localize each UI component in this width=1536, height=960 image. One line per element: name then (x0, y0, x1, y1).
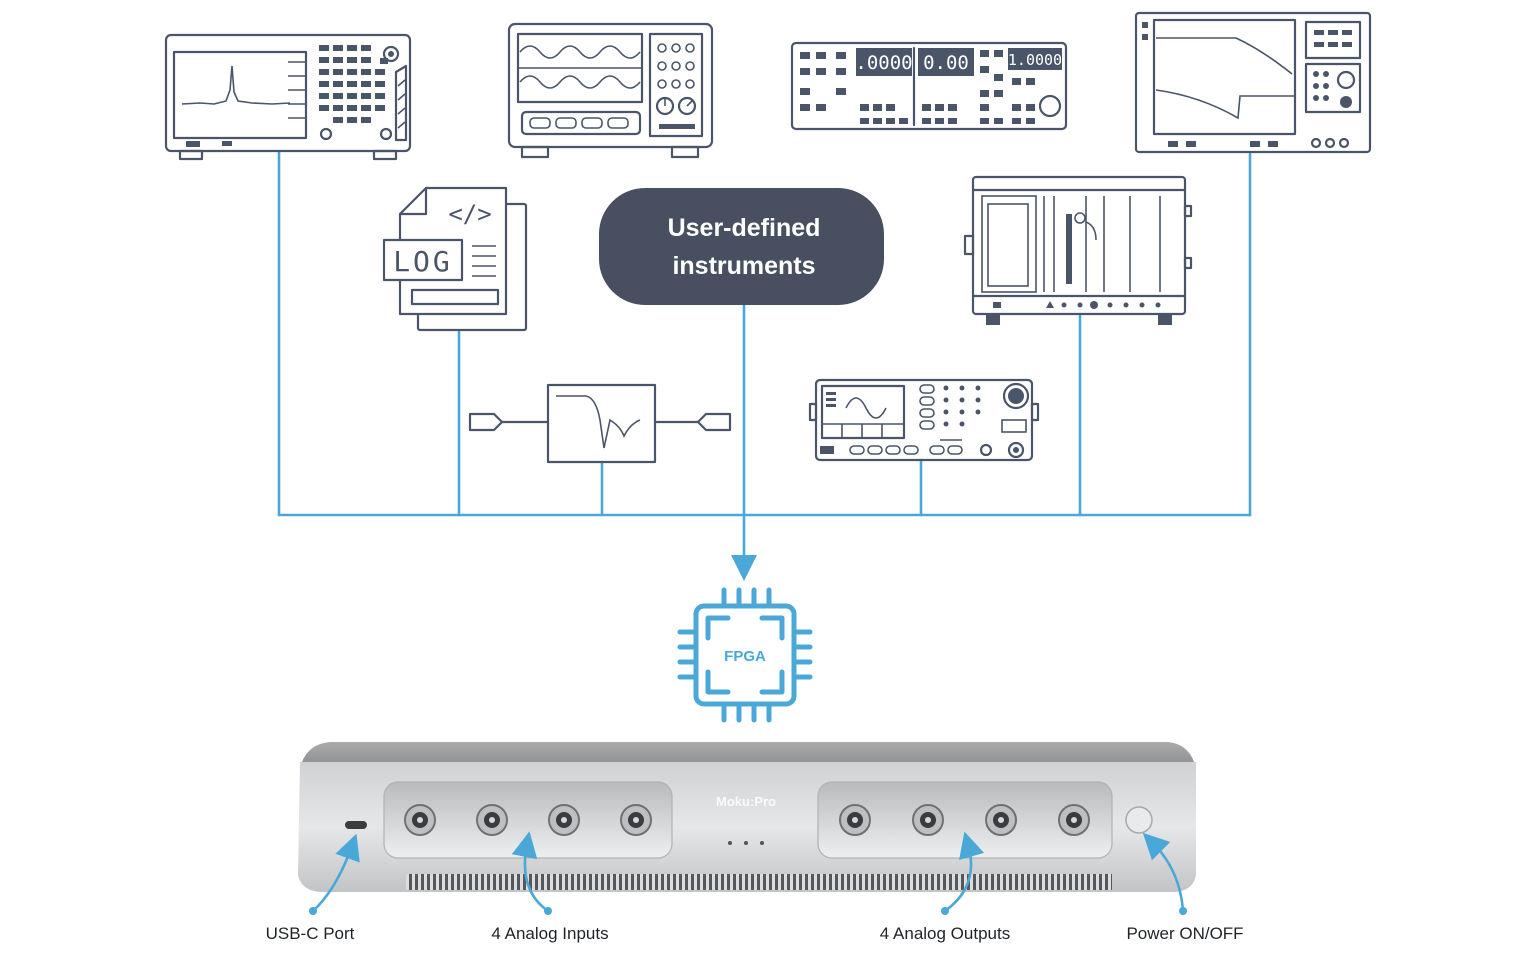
analog-input-connectors (404, 804, 652, 836)
readout-2: 0.00 (923, 52, 969, 74)
analog-output-connectors (839, 804, 1090, 836)
digital-readout-instrument-icon: .0000 0.00 1.0000 (790, 41, 1068, 131)
analog-outputs-label: 4 Analog Outputs (880, 924, 1010, 943)
moku-pro-device: Moku:Pro (298, 742, 1196, 892)
box-title-line2: instruments (672, 252, 815, 280)
usb-c-port-label: USB-C Port (266, 924, 355, 943)
data-logger-document-icon: </> LOG (382, 186, 528, 332)
frequency-response-analyzer-icon (1134, 11, 1372, 154)
spectrum-analyzer-icon (164, 33, 412, 161)
pxi-chassis-icon (963, 175, 1193, 325)
power-button (1125, 806, 1153, 834)
connection-wires (277, 150, 1252, 581)
digital-filter-icon (468, 383, 732, 464)
readout-3: 1.0000 (1008, 51, 1062, 69)
box-title-line1: User-defined (668, 214, 821, 242)
usb-c-port (345, 821, 367, 829)
user-defined-instruments-box: User-defined instruments (599, 188, 884, 305)
log-label: LOG (393, 245, 453, 278)
oscilloscope-icon (507, 22, 714, 159)
device-brand-label: Moku:Pro (716, 794, 776, 809)
analog-inputs-label: 4 Analog Inputs (491, 924, 608, 943)
waveform-generator-icon (808, 378, 1040, 462)
readout-1: .0000 (855, 52, 912, 74)
fpga-chip-icon: FPGA (677, 587, 813, 723)
callout-arrows (309, 831, 1187, 915)
code-icon: </> (448, 200, 491, 228)
power-label: Power ON/OFF (1126, 924, 1243, 943)
fpga-label: FPGA (724, 648, 766, 665)
